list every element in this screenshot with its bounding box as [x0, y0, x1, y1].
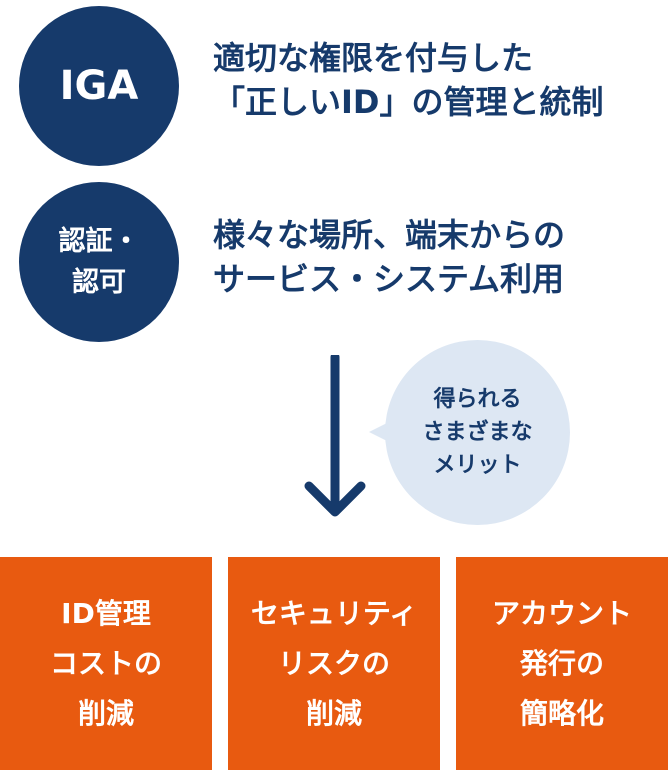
benefit-1-line-2: コストの	[49, 646, 162, 680]
bubble-line-2: さまざまな	[422, 420, 533, 445]
benefit-box-id-cost: ID管理 コストの 削減	[0, 557, 212, 770]
auth-circle: 認証・ 認可	[19, 182, 179, 342]
bubble-line-1: 得られる	[433, 387, 522, 412]
benefit-3-line-3: 簡略化	[519, 696, 604, 730]
iga-description-line-2: 「正しいID」の管理と統制	[213, 83, 604, 121]
iga-circle: IGA	[19, 6, 179, 166]
iga-description: 適切な権限を付与した 「正しいID」の管理と統制	[213, 36, 603, 124]
benefit-3-line-1: アカウント	[491, 596, 632, 630]
benefit-box-security-risk: セキュリティ リスクの 削減	[228, 557, 440, 770]
down-arrow-icon	[304, 355, 366, 517]
iga-description-line-1: 適切な権限を付与した	[213, 39, 534, 77]
iga-circle-label: IGA	[59, 63, 139, 109]
benefit-box-account-issuance: アカウント 発行の 簡略化	[456, 557, 668, 770]
auth-circle-label-line-1: 認証・	[58, 226, 140, 257]
auth-description: 様々な場所、端末からの サービス・システム利用	[213, 213, 565, 301]
benefit-2-line-1: セキュリティ	[250, 596, 418, 630]
bubble-line-3: メリット	[433, 453, 522, 478]
merits-speech-bubble: 得られる さまざまな メリット	[385, 340, 570, 525]
auth-description-line-2: サービス・システム利用	[213, 260, 565, 298]
auth-description-line-1: 様々な場所、端末からの	[213, 216, 566, 254]
benefit-1-line-1: ID管理	[61, 596, 151, 630]
benefit-2-line-2: リスクの	[277, 646, 390, 680]
benefit-1-line-3: 削減	[77, 696, 134, 730]
benefit-3-line-2: 発行の	[519, 646, 604, 680]
auth-circle-label-line-2: 認可	[72, 267, 126, 298]
benefit-2-line-3: 削減	[305, 696, 362, 730]
